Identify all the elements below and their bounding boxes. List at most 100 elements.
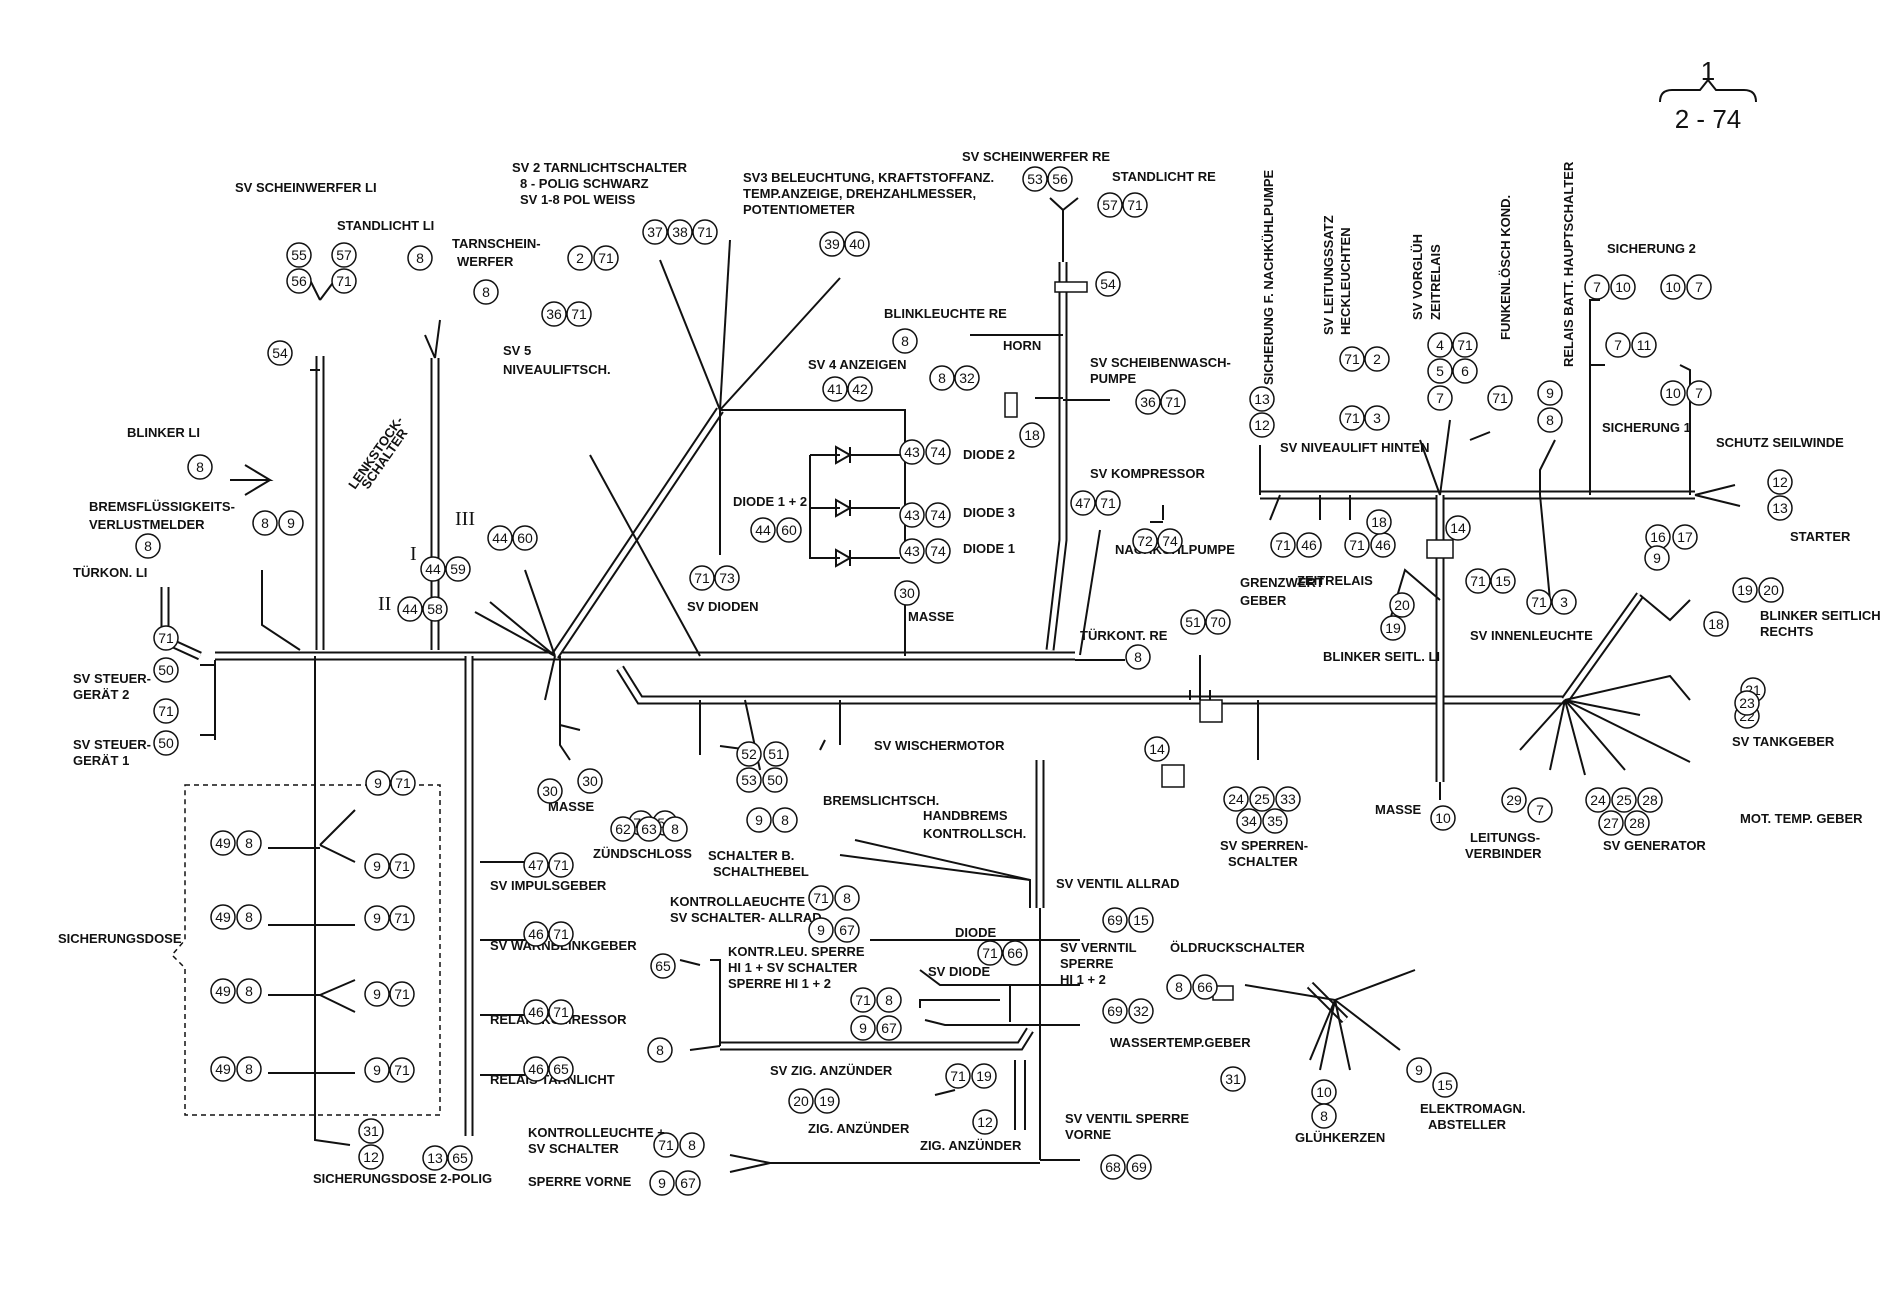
wire-number: 9: [374, 775, 382, 791]
wire-number-circle: 69: [1102, 907, 1128, 933]
wire-number-circle: 49: [210, 1056, 236, 1082]
label-diode1: DIODE 1: [963, 541, 1015, 556]
wire-number-circle: 47: [523, 852, 549, 878]
wire-number: 9: [817, 922, 825, 938]
wire-number: 50: [767, 772, 783, 788]
wire-number: 71: [394, 1062, 410, 1078]
wire-number-circle: 30: [577, 768, 603, 794]
wire-number-circle: 36: [541, 301, 567, 327]
label-tarnscheinwerfer-1: TARNSCHEIN-: [452, 236, 541, 251]
wire-number-circle: 8: [876, 987, 902, 1013]
label-sv4: SV 4 ANZEIGEN: [808, 357, 906, 372]
wire-number: 46: [528, 1061, 544, 1077]
wire-number: 66: [1197, 979, 1213, 995]
label-diode3: DIODE 3: [963, 505, 1015, 520]
wire-number: 20: [793, 1093, 809, 1109]
label-sv-steuer1-2: GERÄT 1: [73, 753, 129, 768]
wire-number: 12: [1772, 474, 1788, 490]
label-sv-vorglueh-1: SV VORGLÜH: [1410, 234, 1425, 320]
wire-number: 9: [859, 1020, 867, 1036]
label-kontroll-vorne-1: KONTROLLEUCHTE +: [528, 1125, 665, 1140]
wire-number-circle: 36: [1135, 389, 1161, 415]
wire-number: 12: [363, 1149, 379, 1165]
label-sv5-2: NIVEAULIFTSCH.: [503, 362, 611, 377]
wire-number: 8: [885, 992, 893, 1008]
label-sv2-1: SV 2 TARNLICHTSCHALTER: [512, 160, 688, 175]
wire-number: 53: [1027, 171, 1043, 187]
wire-number-circle: 71: [548, 999, 574, 1025]
wire-number: 10: [1615, 279, 1631, 295]
wire-number-circle: 8: [679, 1132, 705, 1158]
wire-number: 49: [215, 983, 231, 999]
label-zig-1: ZIG. ANZÜNDER: [808, 1121, 910, 1136]
wire-number-circle: 71: [1122, 192, 1148, 218]
label-blinker-seitl-re-2: RECHTS: [1760, 624, 1814, 639]
wire-number-circle: 60: [512, 525, 538, 551]
label-sv-ventil-vorne-1: SV VENTIL SPERRE: [1065, 1111, 1189, 1126]
wire-number-circle: 74: [925, 538, 951, 564]
wire-number: 36: [546, 306, 562, 322]
wire-number: 40: [849, 236, 865, 252]
wire-number: 31: [1225, 1071, 1241, 1087]
label-roman-2: II: [378, 593, 391, 615]
wire-number-circle: 8: [473, 279, 499, 305]
label-sicherung-nachkuehl: SICHERUNG F. NACHKÜHLPUMPE: [1261, 169, 1276, 385]
wire-number: 15: [1437, 1077, 1453, 1093]
wire-number: 33: [1280, 791, 1296, 807]
label-oeldruck: ÖLDRUCKSCHALTER: [1170, 940, 1305, 955]
wire-number: 15: [1133, 912, 1149, 928]
wire-number: 71: [1344, 410, 1360, 426]
wire-number: 44: [425, 561, 441, 577]
wire-number-circle: 8: [236, 978, 262, 1004]
wire-number: 69: [1107, 912, 1123, 928]
label-relais-batt: RELAIS BATT. HAUPTSCHALTER: [1561, 161, 1576, 367]
wire-number: 19: [1385, 620, 1401, 636]
label-standlicht-li: STANDLICHT LI: [337, 218, 434, 233]
wire-number-circle: 52: [736, 741, 762, 767]
wire-number-circle: 46: [523, 921, 549, 947]
label-zig-2: ZIG. ANZÜNDER: [920, 1138, 1022, 1153]
wire-number-circle: 74: [925, 502, 951, 528]
wire-number-circle: 71: [945, 1063, 971, 1089]
wire-number-circle: 5: [1427, 358, 1453, 384]
wire-number-circle: 71: [653, 1132, 679, 1158]
wire-number: 41: [827, 381, 843, 397]
label-wassertemp: WASSERTEMP.GEBER: [1110, 1035, 1251, 1050]
label-sv-diode: SV DIODE: [928, 964, 990, 979]
wire-number: 71: [1165, 394, 1181, 410]
wire-number-circle: 8: [236, 904, 262, 930]
wire-number-circle: 15: [1128, 907, 1154, 933]
wire-number: 46: [528, 926, 544, 942]
wire-number-circle: 44: [487, 525, 513, 551]
wire-number: 50: [158, 735, 174, 751]
wire-number-circle: 71: [389, 981, 415, 1007]
wire-number: 56: [1052, 171, 1068, 187]
wire-number-circle: 8: [236, 830, 262, 856]
wire-number-circle: 7: [1686, 274, 1712, 300]
label-leitungsverb-1: LEITUNGS-: [1470, 830, 1540, 845]
wire-number-circle: 33: [1275, 786, 1301, 812]
wire-number: 15: [1495, 573, 1511, 589]
wire-number: 53: [741, 772, 757, 788]
wire-number: 43: [904, 444, 920, 460]
wire-number: 71: [855, 992, 871, 1008]
wire-number-circle: 12: [358, 1144, 384, 1170]
wire-number-circle: 53: [1022, 166, 1048, 192]
wire-number: 19: [819, 1093, 835, 1109]
label-sv-scheinwerfer-li: SV SCHEINWERFER LI: [235, 180, 377, 195]
wire-number: 24: [1590, 792, 1606, 808]
wire-number-circle: 43: [899, 439, 925, 465]
wire-number-circle: 44: [397, 596, 423, 622]
wire-number-circle: 71: [389, 905, 415, 931]
wire-number: 10: [1665, 385, 1681, 401]
wire-number: 13: [427, 1150, 443, 1166]
wire-number: 74: [930, 444, 946, 460]
wire-number: 46: [1301, 537, 1317, 553]
wire-number-circle: 63: [636, 816, 662, 842]
wire-number-circle: 9: [746, 807, 772, 833]
wire-number: 46: [528, 1004, 544, 1020]
wire-number-circle: 16: [1645, 524, 1671, 550]
wire-number: 38: [672, 224, 688, 240]
wire-number-circle: 58: [422, 596, 448, 622]
wire-number-circle: 10: [1660, 380, 1686, 406]
